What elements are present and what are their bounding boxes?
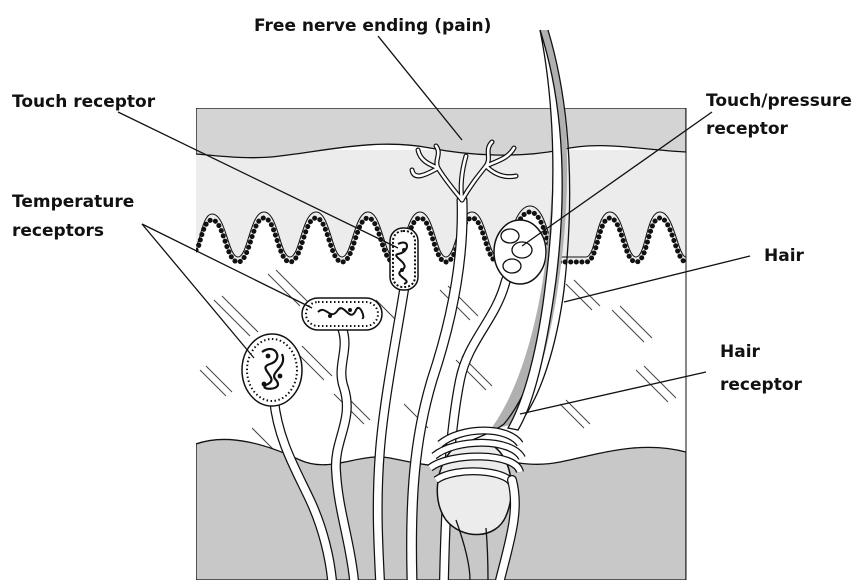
label-hair: Hair bbox=[764, 246, 805, 266]
label-hair-receptor-line1: Hair bbox=[720, 342, 761, 362]
touch-pressure-receptor bbox=[494, 220, 546, 284]
label-hair-receptor-line2: receptor bbox=[720, 375, 802, 395]
label-touch-pressure-line2: receptor bbox=[706, 119, 788, 139]
touch-receptor-corpuscle bbox=[390, 228, 418, 290]
label-touch-pressure-line1: Touch/pressure bbox=[706, 91, 852, 111]
label-temperature-line1: Temperature bbox=[12, 192, 134, 212]
label-free-nerve-ending: Free nerve ending (pain) bbox=[254, 16, 491, 36]
label-temperature-line2: receptors bbox=[12, 221, 104, 241]
label-touch-receptor: Touch receptor bbox=[12, 92, 156, 112]
